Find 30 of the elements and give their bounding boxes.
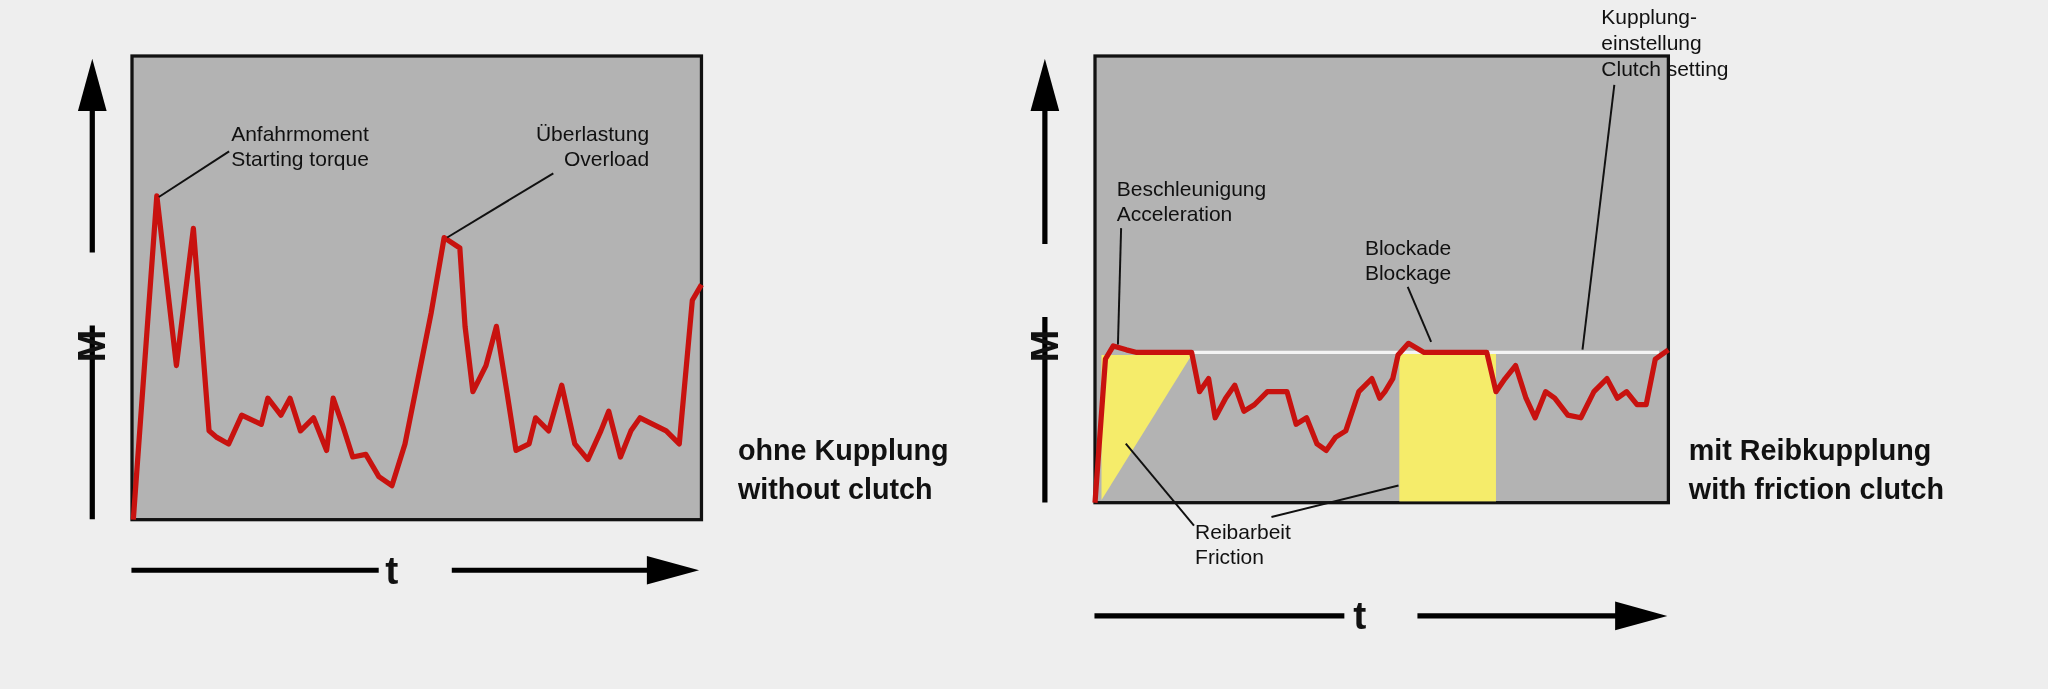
chart-caption: ohne Kupplung: [737, 433, 949, 467]
chart-caption: mit Reibkupplung: [1688, 433, 1932, 467]
leader-line: [1406, 285, 1433, 343]
axis-label: M: [70, 329, 115, 363]
annotation-label: Blockage: [1364, 260, 1452, 286]
axis-label: M: [1023, 329, 1068, 363]
annotation-label: Starting torque: [231, 146, 369, 172]
leader-line: [1581, 83, 1616, 351]
torque-chart-drawing: [131, 56, 702, 520]
annotation-label: Friction: [1195, 543, 1265, 569]
annotation-label: Beschleunigung: [1116, 176, 1267, 202]
chart-caption: with friction clutch: [1688, 472, 1945, 506]
leader-line: [446, 172, 555, 239]
friction-area: [1398, 352, 1496, 502]
axis-label: t: [385, 548, 399, 593]
leader-line: [1124, 442, 1195, 527]
chart-caption: without clutch: [737, 472, 933, 506]
annotation-label: Anfahrmoment: [231, 121, 369, 147]
annotation-label: Überlastung: [535, 121, 650, 147]
friction-area: [1101, 355, 1192, 501]
annotation-label: Acceleration: [1116, 201, 1234, 227]
torque-chart-drawing: [1094, 56, 1668, 503]
leader-line: [1116, 227, 1123, 346]
annotation-label: Kupplung- einstellung: [1601, 3, 1703, 56]
axis-label: t: [1353, 594, 1367, 639]
leader-line: [1270, 484, 1400, 518]
annotation-label: Blockade: [1364, 235, 1452, 261]
annotation-label: Reibarbeit: [1195, 518, 1291, 544]
leader-line: [157, 150, 231, 198]
annotation-label: Overload: [562, 146, 650, 172]
